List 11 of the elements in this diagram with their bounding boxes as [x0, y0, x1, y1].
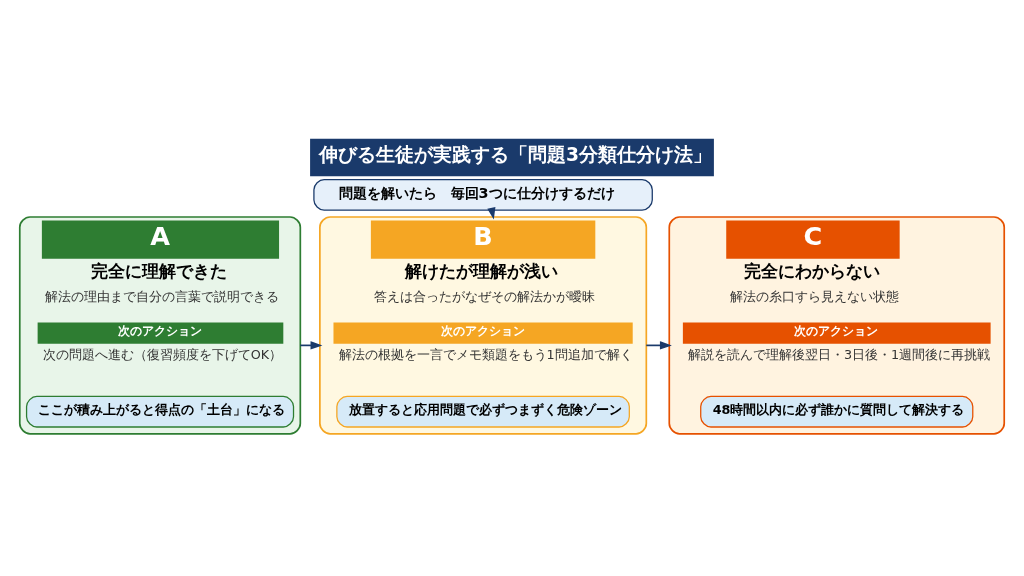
node-label: 解法の根拠を一言でメモ類題をもう1問追加で解く [338, 346, 633, 362]
node-box: 48時間以内に必ず誰かに質問して解決する [700, 395, 974, 428]
node-label: 解説を読んで理解後翌日・3日後・1週間後に再挑戦 [687, 346, 991, 362]
diagram-title: 伸びる生徒が実践する「問題3分類仕分け法」 [319, 144, 713, 166]
node-label: 次の問題へ進む（復習頻度を下げてOK） [42, 346, 283, 362]
node-box: 次のアクション [37, 322, 284, 344]
node-box: 次のアクション [333, 322, 633, 344]
arrow [645, 341, 672, 350]
node-box: 次のアクション [682, 322, 991, 344]
node-box: ここが積み上がると得点の「土台」になる [25, 395, 295, 428]
node-box: 放置すると応用問題で必ずつまずく危険ゾーン [336, 395, 630, 428]
